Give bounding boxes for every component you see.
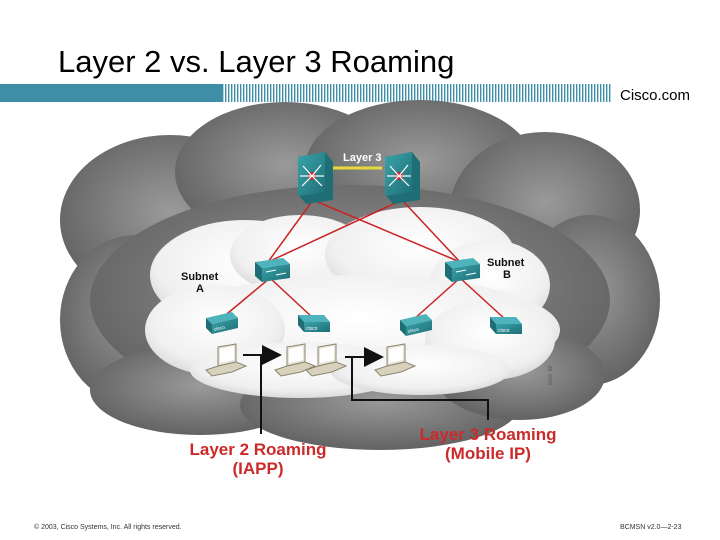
layer3-roam-arrow bbox=[345, 347, 489, 420]
access-point-4: cisco bbox=[490, 317, 522, 334]
access-point-1: cisco bbox=[206, 312, 238, 334]
layer3-switch-right bbox=[385, 152, 420, 204]
laptop-4 bbox=[374, 343, 417, 377]
layer3-label: Layer 3 bbox=[343, 152, 382, 164]
subnet-a-label-2: A bbox=[196, 283, 204, 295]
layer3-roaming-label-2: (Mobile IP) bbox=[445, 444, 531, 463]
subnet-a-label-1: Subnet bbox=[181, 271, 219, 283]
subnet-b-label-1: Subnet bbox=[487, 257, 525, 269]
laptop-3 bbox=[305, 343, 348, 377]
access-point-3: cisco bbox=[400, 314, 432, 336]
side-code: 9116_09 bbox=[548, 366, 554, 385]
ap-label-2: cisco bbox=[306, 326, 318, 332]
ap-label-3: cisco bbox=[407, 327, 420, 335]
layer3-switch-left bbox=[298, 152, 333, 204]
slide-title: Layer 2 vs. Layer 3 Roaming bbox=[58, 44, 455, 79]
subnet-b-label-2: B bbox=[503, 269, 511, 281]
layer2-roaming-label-2: (IAPP) bbox=[233, 459, 284, 478]
header-stripe bbox=[0, 84, 612, 102]
copyright-footer: © 2003, Cisco Systems, Inc. All rights r… bbox=[34, 524, 182, 531]
course-footer: BCMSN v2.0—2-23 bbox=[620, 524, 682, 531]
layer3-roaming-label-1: Layer 3 Roaming bbox=[420, 425, 557, 444]
laptop-2 bbox=[274, 343, 317, 377]
network-links bbox=[221, 199, 507, 321]
layer2-roam-arrow bbox=[243, 345, 282, 434]
laptop-1 bbox=[205, 343, 248, 377]
ap-label-4: cisco bbox=[498, 328, 510, 334]
access-point-2: cisco bbox=[298, 315, 330, 332]
layer2-roaming-label-1: Layer 2 Roaming bbox=[190, 440, 327, 459]
cisco-logo: Cisco.com bbox=[620, 87, 691, 104]
ap-label-1: cisco bbox=[213, 325, 226, 333]
access-switch-a bbox=[255, 258, 290, 282]
access-switch-b bbox=[445, 258, 480, 282]
